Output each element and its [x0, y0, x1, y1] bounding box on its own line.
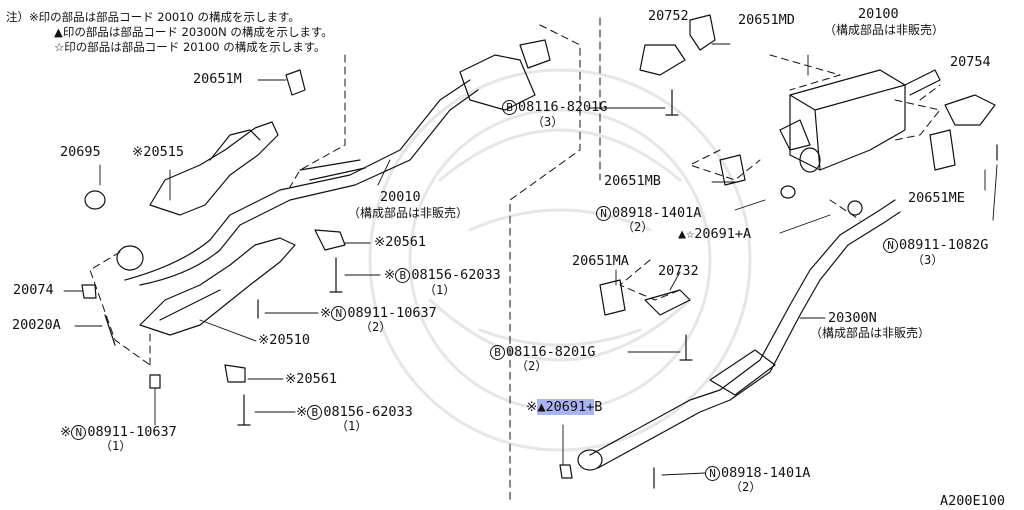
part-label-20651ma[interactable]: 20651MA [572, 253, 629, 269]
part-label-20561-lower[interactable]: ※20561 [285, 371, 337, 387]
part-label-20020a[interactable]: 20020A [12, 317, 61, 333]
qty-08918-1401a-top: （2） [622, 220, 654, 234]
nut-symbol-n: N [883, 238, 898, 253]
nut-symbol-n: N [71, 425, 87, 440]
note-line-1: 注）※印の部品は部品コード 20010 の構成を示します。 [6, 10, 300, 24]
rear-muffler [779, 69, 941, 171]
note-line-2: ▲印の部品は部品コード 20300N の構成を示します。 [54, 25, 333, 39]
nut-symbol-n: N [705, 466, 720, 481]
part-label-20515[interactable]: ※20515 [132, 144, 184, 160]
bolt-symbol-b: B [307, 405, 323, 420]
part-label-20010-note: （構成部品は非販売） [348, 206, 469, 220]
part-label-20510[interactable]: ※20510 [258, 332, 310, 348]
part-label-20300n-note: （構成部品は非販売） [810, 326, 931, 340]
bolts [237, 89, 998, 489]
part-label-20100-note: （構成部品は非販売） [824, 23, 945, 37]
qty-08156-62033-lower: （1） [336, 419, 368, 433]
part-label-20691-b[interactable]: ※▲20691+B [526, 399, 603, 415]
part-label-20695[interactable]: 20695 [60, 144, 101, 160]
center-pipe [589, 199, 901, 469]
part-label-20691-a[interactable]: ▲☆20691+A [678, 226, 752, 242]
part-label-20561-upper[interactable]: ※20561 [374, 234, 426, 250]
part-label-20651m[interactable]: 20651M [193, 71, 242, 87]
part-label-20100[interactable]: 20100 [858, 6, 899, 22]
qty-08911-10637-upper: （2） [360, 320, 392, 334]
part-label-20074[interactable]: 20074 [13, 282, 54, 298]
part-label-20010[interactable]: 20010 [380, 189, 421, 205]
note-line-3: ☆印の部品は部品コード 20100 の構成を示します。 [54, 40, 326, 54]
qty-08911-1082g: （3） [912, 253, 944, 267]
qty-08156-62033-upper: （1） [424, 283, 456, 297]
qty-08116-8201g-mid: （2） [516, 359, 548, 373]
part-label-20300n[interactable]: 20300N [828, 310, 877, 326]
part-label-20651mb[interactable]: 20651MB [604, 173, 661, 189]
brackets [81, 14, 996, 479]
qty-08918-1401a-bottom: （2） [730, 480, 762, 494]
bolt-symbol-b: B [395, 268, 411, 283]
heat-shield [139, 237, 296, 336]
selected-part-highlight[interactable]: ▲20691+ [537, 399, 595, 415]
bolt-symbol-b: B [490, 345, 505, 360]
figure-code: A200E100 [940, 493, 1006, 509]
catalytic-converter [149, 121, 279, 216]
assembly-boundary-lines [89, 17, 941, 501]
nut-symbol-n: N [596, 206, 611, 221]
front-exhaust-pipe [124, 39, 551, 286]
part-label-20732[interactable]: 20732 [658, 263, 699, 279]
bolt-symbol-b: B [502, 100, 517, 115]
part-label-20651me[interactable]: 20651ME [908, 190, 965, 206]
leader-lines [63, 43, 998, 476]
qty-08911-10637-lower: （1） [100, 439, 132, 453]
part-label-20651md[interactable]: 20651MD [738, 12, 795, 28]
flanges [84, 147, 863, 471]
part-label-20754[interactable]: 20754 [950, 54, 991, 70]
part-label-20752[interactable]: 20752 [648, 8, 689, 24]
nut-symbol-n: N [331, 306, 347, 321]
qty-08116-8201g-top: （3） [532, 115, 564, 129]
